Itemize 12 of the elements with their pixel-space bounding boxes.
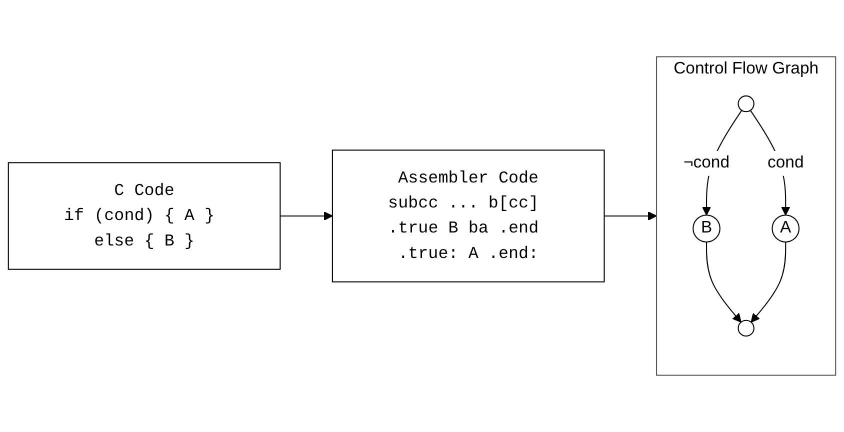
node-box: C Code if (cond) { A } else { B } (8, 162, 281, 270)
node-circle: B (692, 214, 720, 242)
node-box: Assembler Code subcc ... b[cc] .true B ba .end .true: A .end: (332, 150, 605, 282)
edge-label: cond (767, 154, 804, 172)
arrow (750, 242, 786, 323)
node-circle: A (772, 214, 800, 242)
arrow (604, 211, 657, 221)
arrow (706, 242, 742, 323)
arrow (280, 211, 333, 221)
edge-label: ¬cond (684, 154, 730, 172)
node-circle (738, 95, 754, 112)
node-circle (738, 320, 754, 337)
